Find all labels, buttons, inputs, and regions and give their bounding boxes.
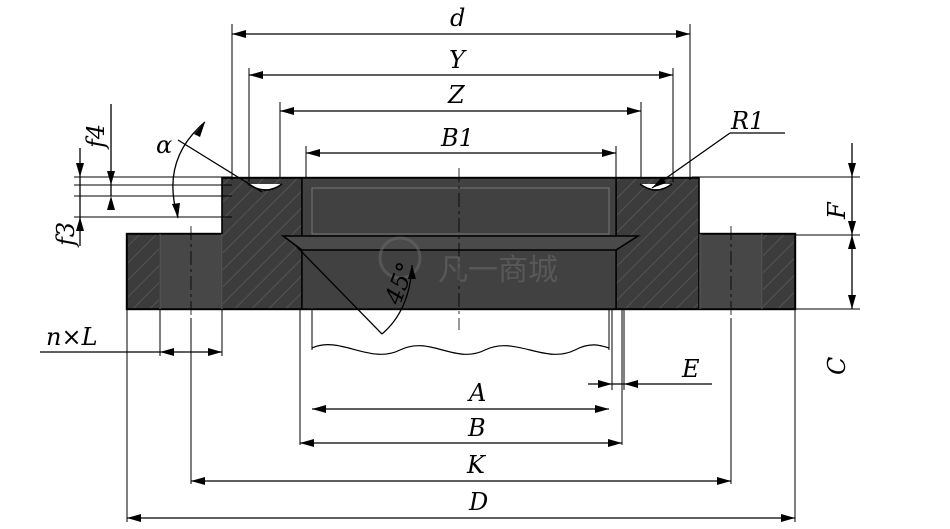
label-f4: f4 <box>82 124 110 150</box>
label-alpha: α <box>156 131 172 159</box>
label-Y: Y <box>449 46 467 74</box>
pipe-break-line <box>311 344 610 355</box>
label-K: K <box>466 451 487 479</box>
label-R1: R1 <box>730 107 764 135</box>
section-right-outer <box>761 233 796 310</box>
watermark-text: 凡一商城 <box>438 253 558 288</box>
socket-step <box>311 187 610 235</box>
label-B1: B1 <box>440 124 474 152</box>
pipe-section <box>299 309 623 445</box>
extension-lines <box>74 24 860 522</box>
label-d: d <box>450 4 465 32</box>
section-right-hub <box>615 177 700 310</box>
label-Z: Z <box>447 81 466 109</box>
label-F: F <box>823 201 851 220</box>
label-E: E <box>681 355 700 383</box>
label-B: B <box>467 414 486 442</box>
groove-right <box>639 183 673 191</box>
label-nxL: n×L <box>46 323 98 351</box>
label-f3: f3 <box>52 222 80 248</box>
bore-chamfer <box>280 235 641 251</box>
watermark-logo <box>378 236 422 280</box>
label-A: A <box>467 379 486 407</box>
label-D: D <box>468 488 488 516</box>
flange-body <box>125 168 797 330</box>
section-left-outer <box>126 233 161 310</box>
section-left-hub <box>221 177 303 310</box>
dimension-labels: d Y Z B1 R1 f4 f3 α F 45° n×L E C A B K … <box>46 4 851 516</box>
dimension-lines <box>40 30 856 522</box>
label-C: C <box>823 357 851 375</box>
